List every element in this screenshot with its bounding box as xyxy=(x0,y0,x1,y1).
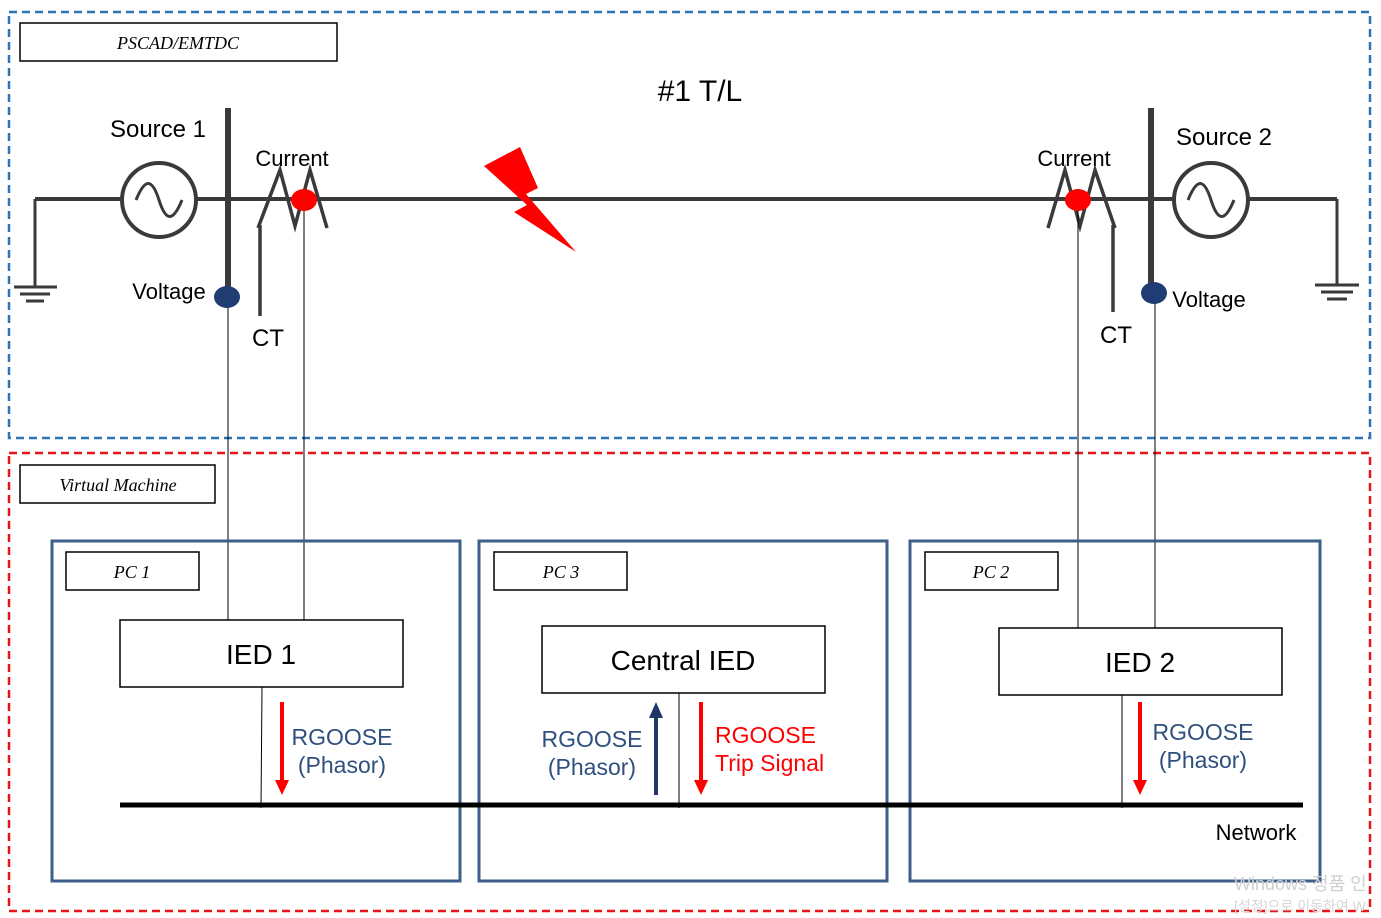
left-current-label: Current xyxy=(255,146,328,171)
right-current-label: Current xyxy=(1037,146,1110,171)
vm-label-box: Virtual Machine xyxy=(19,464,216,504)
watermark-line1: Windows 정품 인 xyxy=(1234,874,1367,894)
left-voltage-label: Voltage xyxy=(132,279,205,304)
watermark-line2: [설정]으로 이동하여 W xyxy=(1234,898,1367,914)
line-title: #1 T/L xyxy=(658,75,743,108)
source-2-label: Source 2 xyxy=(1176,124,1272,151)
pscad-label-box: PSCAD/EMTDC xyxy=(19,22,338,62)
virtual-machine-region xyxy=(7,451,1372,913)
left-ct-icon xyxy=(256,163,329,316)
ied-2-box: IED 2 xyxy=(998,627,1283,696)
pc1-box xyxy=(50,539,462,883)
ied-network-connectors xyxy=(260,686,1123,809)
pc2-label-box: PC 2 xyxy=(924,551,1059,591)
pscad-region xyxy=(7,10,1372,440)
vm-label: Virtual Machine xyxy=(59,475,176,495)
pc2-msg-line2: (Phasor) xyxy=(1159,747,1247,773)
source-2-icon xyxy=(1172,161,1250,239)
source-1-icon xyxy=(120,161,198,239)
central-ied-box: Central IED xyxy=(541,625,826,694)
right-voltage-sensor xyxy=(1141,282,1167,304)
network-label: Network xyxy=(1216,820,1298,845)
right-voltage-label: Voltage xyxy=(1172,287,1245,312)
pscad-label: PSCAD/EMTDC xyxy=(116,33,240,53)
ied-2-label: IED 2 xyxy=(1105,647,1175,678)
pc2-down-arrow-icon xyxy=(1133,702,1147,795)
measurement-wires xyxy=(227,200,1156,628)
pc1-label: PC 1 xyxy=(113,562,151,582)
pc1-msg-line2: (Phasor) xyxy=(298,752,386,778)
pc3-down-msg-line2: Trip Signal xyxy=(715,750,824,776)
pc3-label-box: PC 3 xyxy=(493,551,628,591)
fault-lightning-icon xyxy=(484,147,576,252)
pc3-up-msg-line1: RGOOSE xyxy=(542,726,643,752)
pc2-label: PC 2 xyxy=(972,562,1010,582)
pc1-label-box: PC 1 xyxy=(65,551,200,591)
source-1-label: Source 1 xyxy=(110,116,206,143)
pc1-down-arrow-icon xyxy=(275,702,289,795)
pc3-up-msg-line2: (Phasor) xyxy=(548,754,636,780)
ied-1-box: IED 1 xyxy=(119,619,404,688)
right-ct-icon xyxy=(1046,163,1117,312)
central-ied-label: Central IED xyxy=(611,645,756,676)
right-ground-icon xyxy=(1315,199,1359,301)
left-current-sensor xyxy=(291,189,317,211)
pc1-msg-line1: RGOOSE xyxy=(292,724,393,750)
pc3-box xyxy=(477,539,889,883)
right-current-sensor xyxy=(1065,189,1091,211)
pc3-up-arrow-icon xyxy=(649,702,663,795)
right-ct-label: CT xyxy=(1100,322,1132,349)
left-voltage-sensor xyxy=(214,286,240,308)
pc2-box xyxy=(908,539,1322,883)
pc3-label: PC 3 xyxy=(542,562,580,582)
left-ground-icon xyxy=(14,199,57,303)
left-ct-label: CT xyxy=(252,325,284,352)
pc3-down-arrow-icon xyxy=(694,702,708,795)
ied-1-label: IED 1 xyxy=(226,639,296,670)
pc3-down-msg-line1: RGOOSE xyxy=(715,722,816,748)
pc2-msg-line1: RGOOSE xyxy=(1153,719,1254,745)
